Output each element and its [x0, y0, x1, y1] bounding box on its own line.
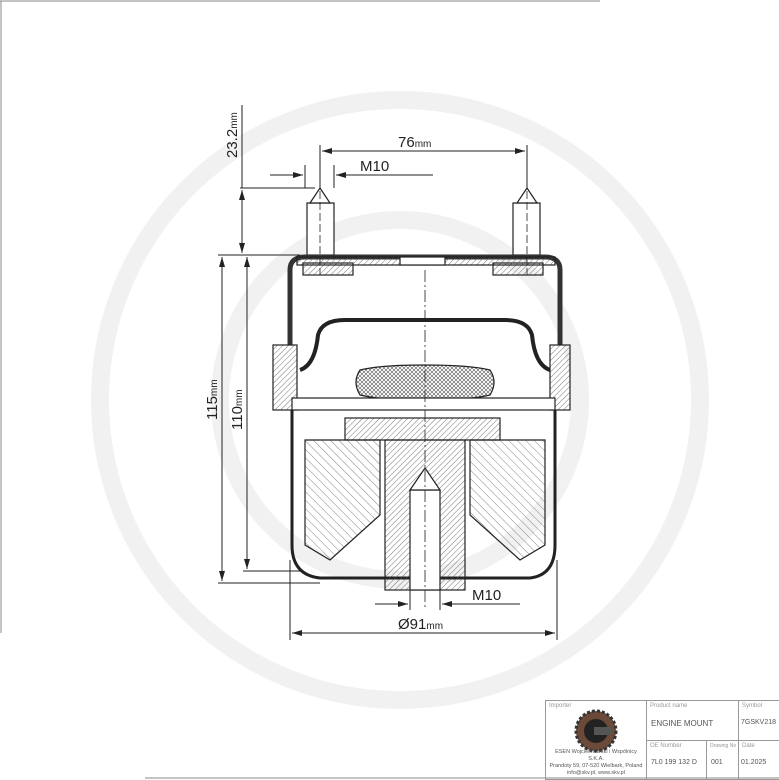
symbol-cell: Symbol 7GSKV218 — [739, 701, 779, 741]
dim-overall-height — [218, 254, 320, 584]
importer-logo — [574, 709, 618, 753]
importer-cell: Importer ESEN Wojciechowski i Wspólnicy … — [546, 701, 647, 780]
date: 01.2025 — [741, 759, 767, 766]
oe-caption: OE Number — [650, 743, 682, 749]
symbol: 7GSKV218 — [741, 719, 777, 726]
dim-bolt-spacing — [319, 145, 528, 188]
dim-bolt-height — [239, 105, 315, 253]
drawing-no: 001 — [711, 759, 723, 766]
top-bolt-right — [492, 186, 544, 276]
dim-diameter — [289, 560, 558, 640]
symbol-caption: Symbol — [742, 703, 763, 709]
date-caption: Date — [742, 743, 755, 749]
engine-mount-section — [272, 180, 571, 610]
label-top-thread: M10 — [360, 158, 389, 175]
product-name-caption: Product name — [650, 703, 688, 709]
oe-number-cell: OE Number 7L0 199 132 D — [647, 741, 707, 780]
importer-caption: Importer — [549, 703, 572, 709]
importer-line: ESEN Wojciechowski i Wspólnicy S.K.A. — [555, 749, 637, 762]
oe-number: 7L0 199 132 D — [651, 759, 697, 766]
label-body-height: 110mm — [229, 389, 246, 430]
label-bottom-thread: M10 — [472, 587, 501, 604]
importer-line: info@skv.pl, www.skv.pl — [567, 770, 625, 776]
drawing-no-caption: Drawing No — [710, 743, 737, 749]
label-bolt-height: 23.2mm — [224, 112, 241, 158]
product-name: ENGINE MOUNT — [651, 719, 714, 728]
label-diameter: Ø91mm — [398, 616, 443, 633]
title-block: Importer ESEN Wojciechowski i Wspólnicy … — [545, 700, 779, 780]
importer-address: ESEN Wojciechowski i Wspólnicy S.K.A. Pr… — [548, 749, 644, 777]
label-overall-height: 115mm — [204, 379, 221, 420]
dim-bottom-thread — [375, 590, 520, 610]
product-name-cell: Product name ENGINE MOUNT — [647, 701, 739, 741]
label-bolt-spacing: 76mm — [398, 134, 431, 151]
date-cell: Date 01.2025 — [739, 741, 779, 780]
dim-top-thread — [270, 165, 433, 188]
importer-line: Prandoty 59, 07-520 Wielbark, Poland — [549, 763, 643, 769]
drawing-no-cell: Drawing No 001 — [707, 741, 739, 780]
